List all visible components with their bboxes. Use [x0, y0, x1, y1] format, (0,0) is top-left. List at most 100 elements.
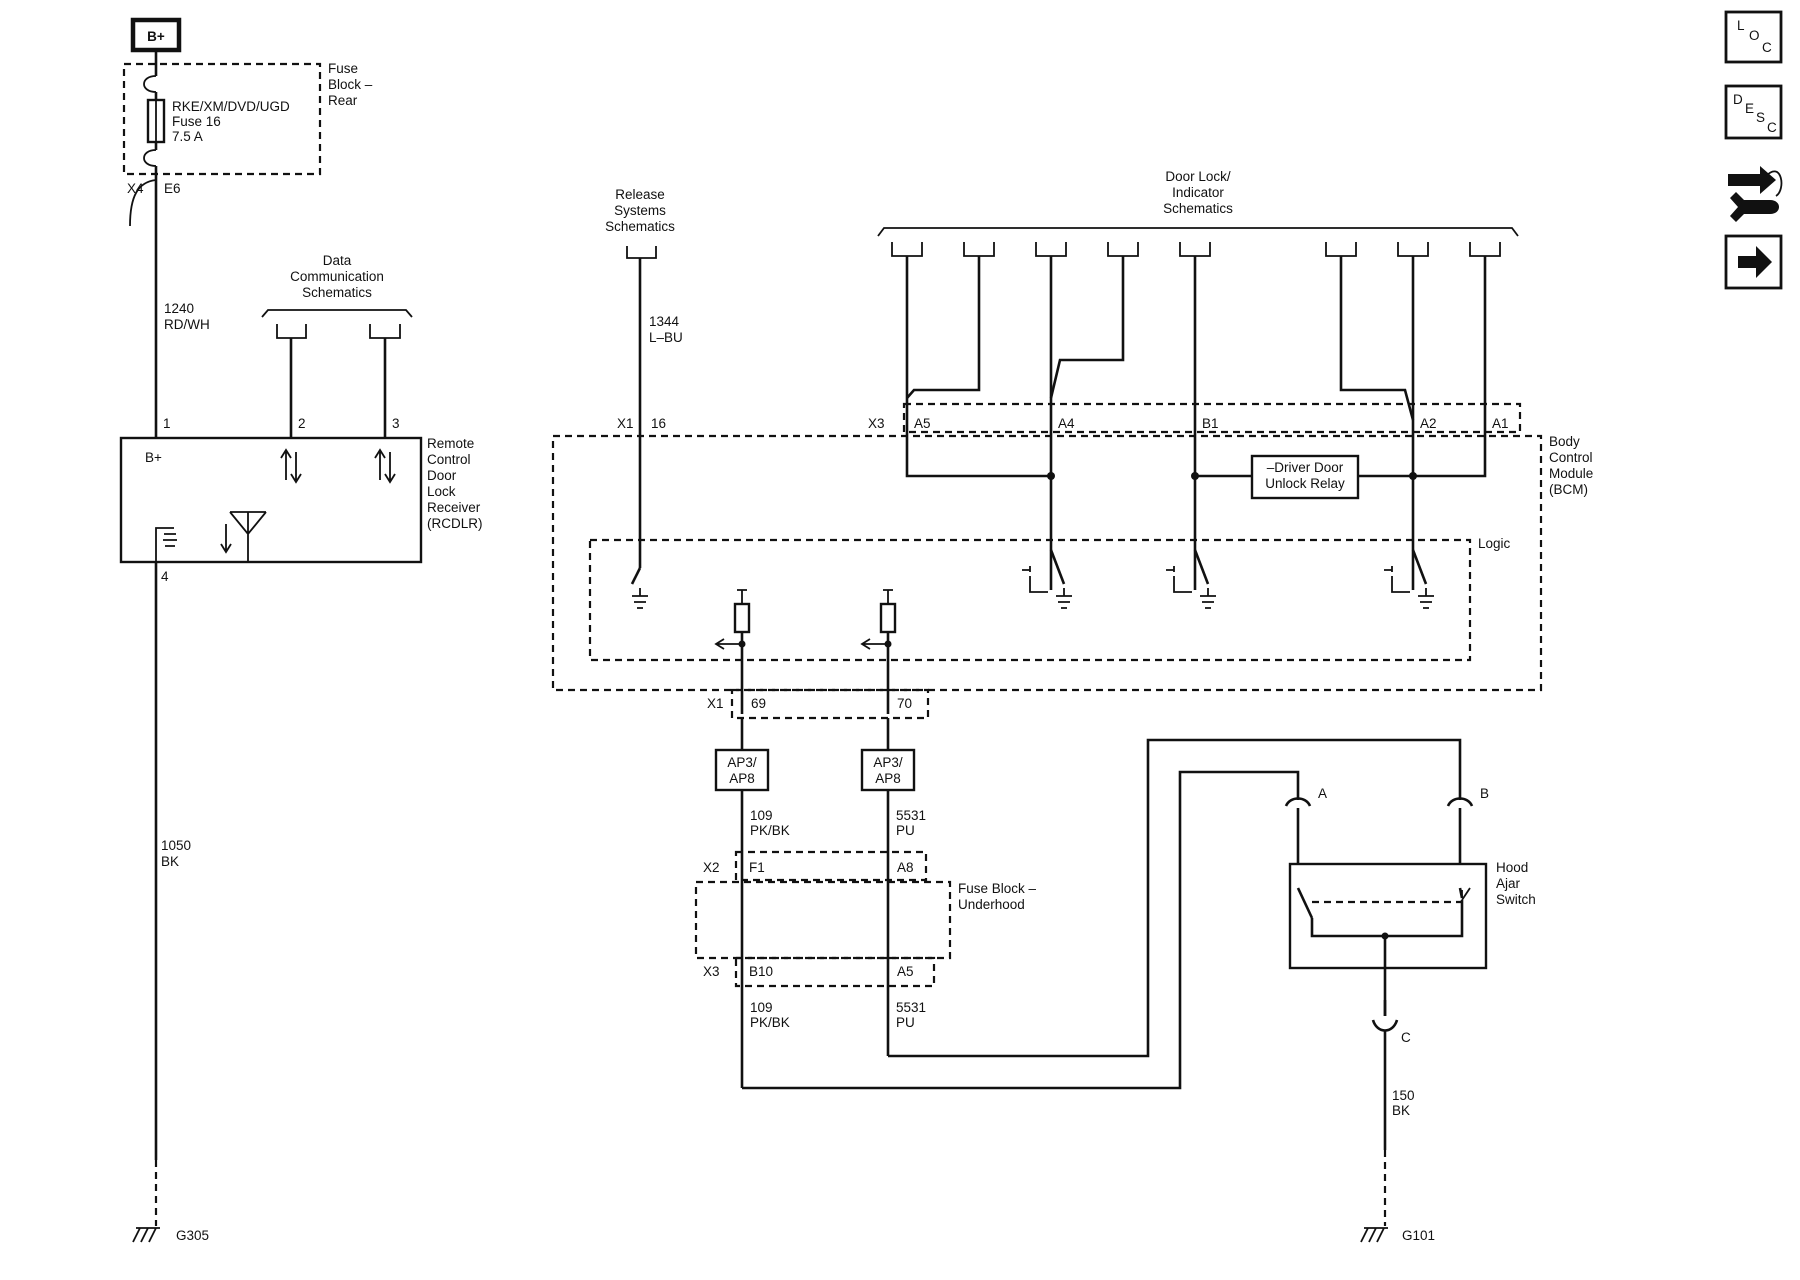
svg-text:Fuse: Fuse	[328, 61, 358, 76]
wire-1344-label: 1344 L–BU	[649, 314, 683, 345]
pin-e6-label: E6	[164, 181, 181, 196]
svg-text:Receiver: Receiver	[427, 500, 481, 515]
antenna-icon	[220, 511, 267, 562]
svg-text:BK: BK	[1392, 1103, 1410, 1118]
svg-text:D: D	[1733, 92, 1743, 107]
desc-nav-button[interactable]: D E S C	[1724, 84, 1783, 140]
door-lock-indicator-ref: Door Lock/ Indicator Schematics	[877, 169, 1519, 257]
loc-nav-button[interactable]: L O C	[1724, 10, 1783, 64]
bcm-x1-pin-16-label: 16	[651, 416, 666, 431]
svg-text:Release: Release	[615, 187, 665, 202]
wire-5531-label-lower: 5531 PU	[896, 1000, 926, 1030]
release-systems-ref: Release Systems Schematics	[605, 187, 675, 259]
svg-text:69: 69	[751, 696, 766, 711]
fuse-block-underhood	[694, 880, 952, 960]
svg-text:Ajar: Ajar	[1496, 876, 1521, 891]
hood-ajar-switch: A B Hood Ajar Switch	[1284, 786, 1536, 1016]
svg-text:Door Lock/: Door Lock/	[1165, 169, 1231, 184]
next-page-arrow-button[interactable]	[1724, 234, 1783, 290]
svg-text:Lock: Lock	[427, 484, 456, 499]
svg-text:B: B	[1480, 786, 1489, 801]
wire-1240-label: 1240 RD/WH	[164, 301, 210, 332]
svg-text:L: L	[1737, 18, 1745, 33]
svg-text:1050: 1050	[161, 838, 191, 853]
svg-text:AP3/: AP3/	[873, 755, 903, 770]
svg-text:C: C	[1767, 120, 1777, 135]
svg-text:AP3/: AP3/	[727, 755, 757, 770]
svg-text:X1: X1	[707, 696, 724, 711]
logic-label: Logic	[1478, 536, 1511, 551]
svg-text:G101: G101	[1402, 1228, 1435, 1243]
svg-text:B1: B1	[1202, 416, 1219, 431]
svg-text:2: 2	[298, 416, 306, 431]
svg-text:B10: B10	[749, 964, 773, 979]
svg-text:Fuse Block –: Fuse Block –	[958, 881, 1037, 896]
bidirectional-data-arrow-icon	[374, 448, 396, 484]
connector-pin-swap-icon[interactable]	[1728, 166, 1783, 222]
svg-text:A1: A1	[1492, 416, 1509, 431]
svg-text:Door: Door	[427, 468, 457, 483]
svg-text:Module: Module	[1549, 466, 1593, 481]
svg-text:AP8: AP8	[729, 771, 755, 786]
svg-text:Body: Body	[1549, 434, 1580, 449]
fuse-16-icon	[146, 98, 166, 144]
wire-1050-label: 1050 BK	[161, 838, 191, 869]
bcm-title: Body Control Module (BCM)	[1549, 434, 1593, 497]
svg-text:109: 109	[750, 1000, 773, 1015]
svg-text:BK: BK	[161, 854, 179, 869]
svg-text:70: 70	[897, 696, 912, 711]
svg-text:Block –: Block –	[328, 77, 373, 92]
wire-109-label-upper: 109 PK/BK	[750, 808, 790, 838]
svg-text:B+: B+	[147, 29, 165, 44]
svg-text:E: E	[1745, 101, 1754, 116]
ground-g305: G305	[132, 1227, 209, 1243]
svg-text:B+: B+	[145, 450, 162, 465]
svg-text:A5: A5	[914, 416, 931, 431]
logic-switch-a2	[1384, 549, 1434, 609]
svg-text:5531: 5531	[896, 808, 926, 823]
svg-text:A2: A2	[1420, 416, 1437, 431]
svg-text:PU: PU	[896, 823, 915, 838]
svg-text:Control: Control	[1549, 450, 1593, 465]
inline-ap3-ap8-left: AP3/ AP8	[714, 748, 770, 792]
ground-g101: G101	[1360, 1227, 1435, 1243]
svg-text:Hood: Hood	[1496, 860, 1528, 875]
svg-text:Systems: Systems	[614, 203, 666, 218]
svg-text:7.5 A: 7.5 A	[172, 129, 203, 144]
data-communication-ref: Data Communication Schematics	[261, 253, 413, 339]
bcm-x1-bottom-labels: X1 69 70	[707, 696, 912, 711]
svg-text:–Driver Door: –Driver Door	[1267, 460, 1344, 475]
svg-text:A4: A4	[1058, 416, 1075, 431]
bcm-x1-connector-label: X1	[617, 416, 634, 431]
svg-text:C: C	[1762, 40, 1772, 55]
internal-ground-icon	[155, 527, 177, 562]
svg-text:Communication: Communication	[290, 269, 384, 284]
svg-text:G305: G305	[176, 1228, 209, 1243]
rcdlr-module: 1 2 3 B+ Remote Control Door Lock Receiv…	[119, 416, 483, 584]
bcm-module	[551, 434, 1543, 692]
svg-text:Schematics: Schematics	[605, 219, 675, 234]
svg-text:PK/BK: PK/BK	[750, 1015, 790, 1030]
svg-text:Underhood: Underhood	[958, 897, 1025, 912]
svg-text:A5: A5	[897, 964, 914, 979]
inline-ap3-ap8-right: AP3/ AP8	[860, 748, 916, 792]
pin-c-label: C	[1401, 1030, 1411, 1045]
underhood-x2-labels: X2 F1 A8	[703, 860, 914, 875]
svg-text:L–BU: L–BU	[649, 330, 683, 345]
bcm-x3-connector	[902, 402, 1522, 434]
logic-switch-b1	[1166, 549, 1216, 609]
svg-text:150: 150	[1392, 1088, 1415, 1103]
svg-text:A8: A8	[897, 860, 914, 875]
connector-c-icon	[1371, 1000, 1399, 1150]
svg-text:X3: X3	[868, 416, 885, 431]
fuse-block-underhood-title: Fuse Block – Underhood	[958, 881, 1037, 912]
wire-5531-label-upper: 5531 PU	[896, 808, 926, 838]
svg-text:(BCM): (BCM)	[1549, 482, 1588, 497]
svg-text:Schematics: Schematics	[302, 285, 372, 300]
svg-text:A: A	[1318, 786, 1327, 801]
battery-source: B+	[130, 17, 182, 53]
bidirectional-data-arrow-icon	[280, 448, 302, 484]
svg-text:RD/WH: RD/WH	[164, 317, 210, 332]
underhood-x3-labels: X3 B10 A5	[703, 964, 914, 979]
